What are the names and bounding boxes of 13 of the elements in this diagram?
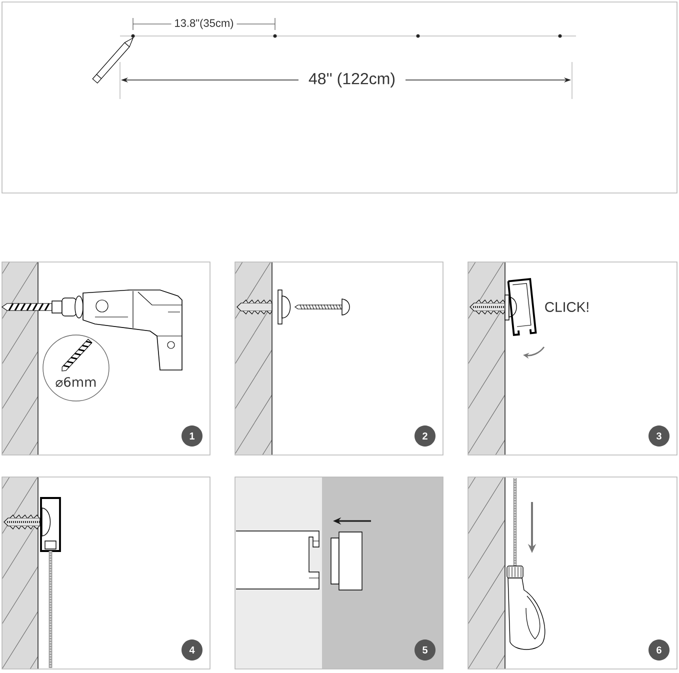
panel — [2, 476, 210, 670]
step-number: 1 — [182, 426, 202, 446]
step-number: 2 — [414, 426, 436, 446]
panel — [468, 476, 678, 670]
step-number: 5 — [414, 640, 436, 660]
step-number: 6 — [648, 640, 670, 660]
step-number: 3 — [648, 426, 670, 446]
step-number: 4 — [182, 640, 202, 660]
dimension-label: 13.8"(35cm) — [171, 18, 237, 30]
panel — [2, 2, 678, 194]
panel — [2, 262, 210, 456]
dimension-label: 48'' (122cm) — [298, 72, 406, 88]
panel — [234, 262, 444, 456]
